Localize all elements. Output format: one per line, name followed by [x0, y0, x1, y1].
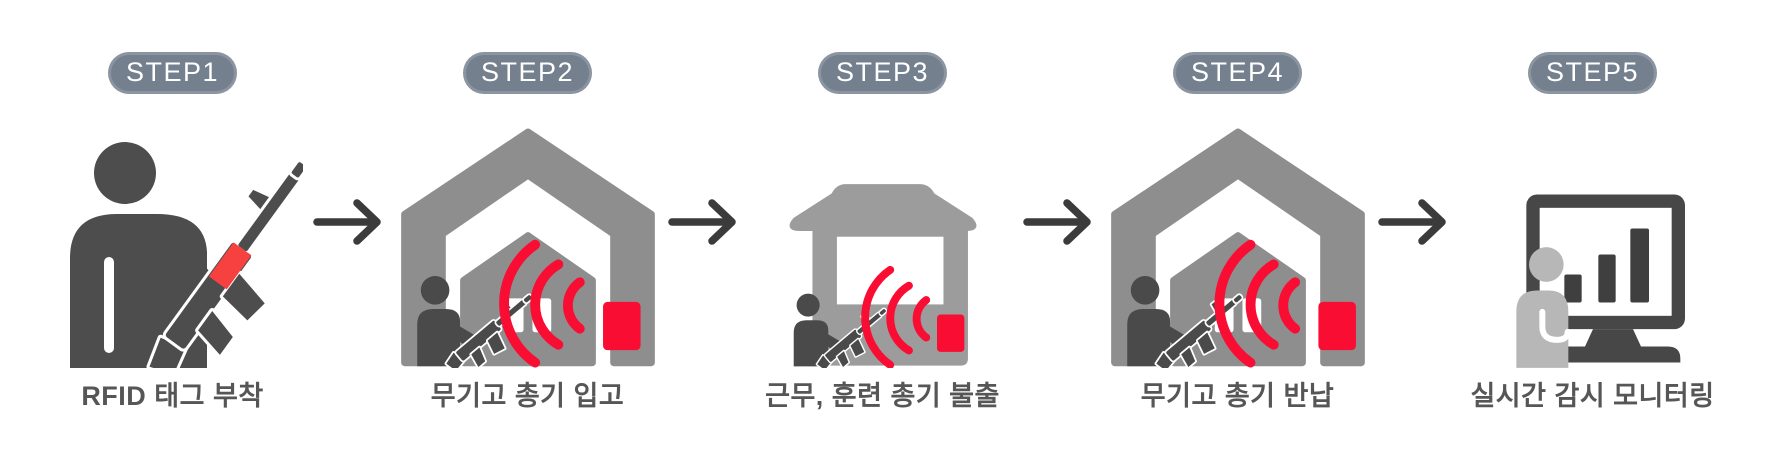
operator-person	[1515, 247, 1571, 368]
rfid-reader	[936, 314, 964, 352]
arrow-right-icon	[1378, 199, 1446, 245]
step1-badge: STEP1	[107, 52, 238, 94]
rfid-tag	[208, 242, 251, 290]
arrow-1	[311, 0, 389, 468]
rfid-reader	[1317, 301, 1356, 351]
armory-building	[400, 128, 655, 367]
armory-building	[1110, 128, 1365, 367]
step2-icon-wrap	[394, 100, 662, 368]
step2-badge: STEP2	[462, 52, 593, 94]
armory-checkin-icon	[400, 128, 655, 368]
step-1: STEP1	[34, 0, 311, 468]
bar-chart	[1563, 228, 1649, 303]
step5-badge: STEP5	[1527, 52, 1658, 94]
step2-label: 무기고 총기 입고	[430, 381, 625, 411]
step4-badge: STEP4	[1172, 52, 1303, 94]
step5-icon-wrap	[1493, 100, 1693, 368]
guard-post-icon	[775, 184, 976, 368]
arrow-right-icon	[1023, 199, 1091, 245]
step5-label: 실시간 감시 모니터링	[1470, 381, 1715, 411]
step-4: STEP4 무기고 총기 반납	[1099, 0, 1376, 468]
step-5: STEP5 실시	[1454, 0, 1731, 468]
step1-icon-wrap	[43, 100, 303, 368]
arrow-3	[1021, 0, 1099, 468]
rfid-reader	[602, 301, 641, 351]
arrow-2	[666, 0, 744, 468]
step-3: STEP3 근무, 훈련 총기 불출	[744, 0, 1021, 468]
step3-label: 근무, 훈련 총기 불출	[765, 381, 1000, 411]
step4-icon-wrap	[1104, 100, 1372, 368]
arrow-right-icon	[313, 199, 381, 245]
guard-post-roof	[789, 184, 976, 231]
arrow-4	[1376, 0, 1454, 468]
step1-label: RFID 태그 부착	[81, 381, 264, 411]
step3-badge: STEP3	[817, 52, 948, 94]
step-2: STEP2 무기고 총기 입고	[389, 0, 666, 468]
armory-return-icon	[1110, 128, 1365, 368]
soldier-with-tagged-rifle-icon	[69, 142, 303, 368]
arrow-right-icon	[668, 199, 736, 245]
rifle	[145, 159, 303, 368]
step4-label: 무기고 총기 반납	[1140, 381, 1335, 411]
step3-icon-wrap	[775, 100, 991, 368]
monitoring-screen-icon	[1515, 194, 1685, 368]
